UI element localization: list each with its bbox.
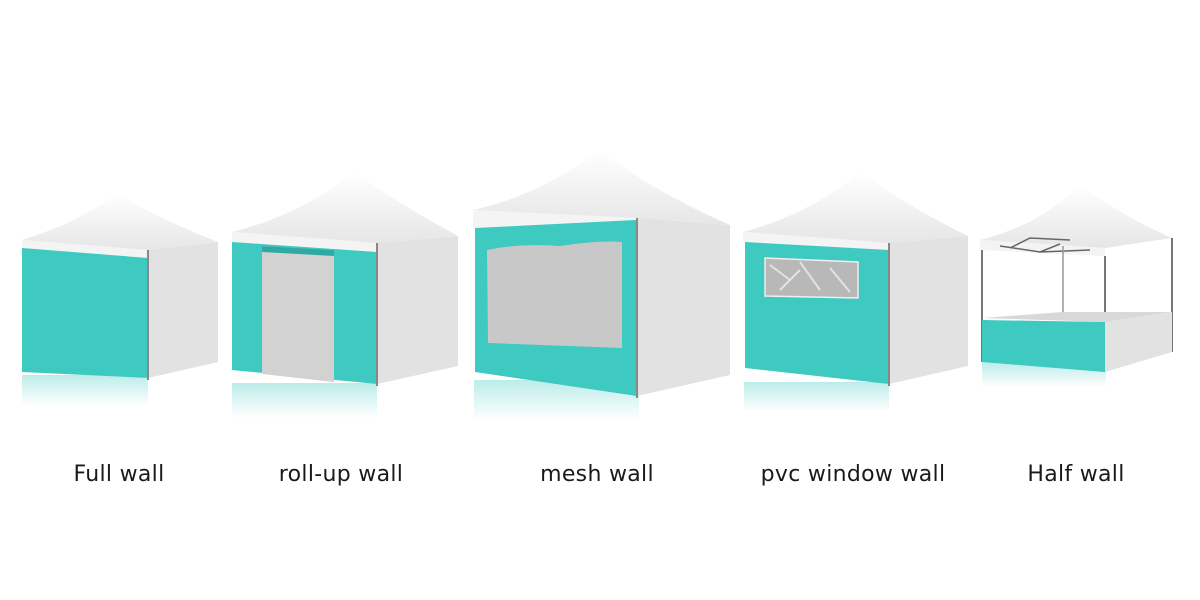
tent-pvc-window-wall <box>743 172 968 412</box>
product-label-pvc-window-wall: pvc window wall <box>760 462 946 487</box>
product-label-mesh-wall: mesh wall <box>540 462 654 487</box>
product-label-half-wall: Half wall <box>1027 462 1125 487</box>
product-label-full-wall: Full wall <box>73 462 165 487</box>
tent-full-wall <box>22 193 218 405</box>
tent-roll-up-wall <box>232 172 458 418</box>
product-label-roll-up-wall: roll-up wall <box>278 462 404 487</box>
tent-half-wall <box>980 185 1173 387</box>
tent-mesh-wall <box>473 150 730 420</box>
